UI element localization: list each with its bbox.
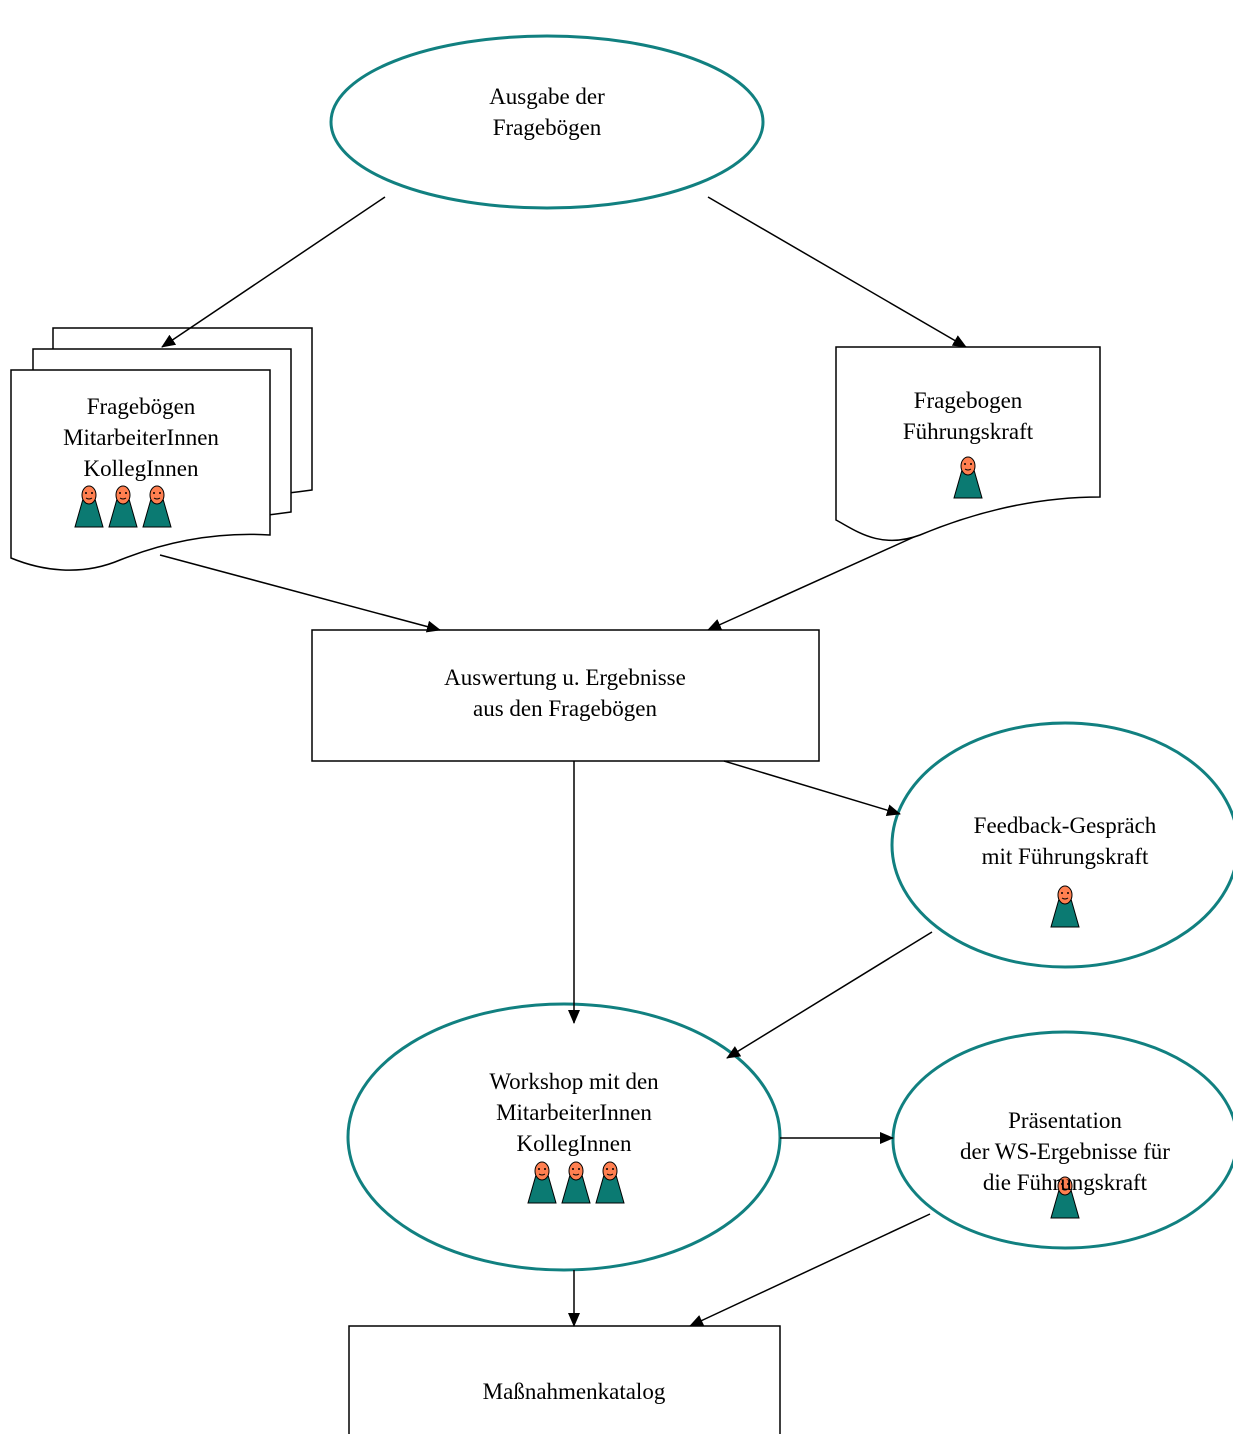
node-fb-fuehrung-document [835, 346, 1101, 542]
node-feedback-ellipse [890, 721, 1233, 969]
label-fb-mitarbeiter: Fragebögen MitarbeiterInnen KollegInnen [63, 394, 219, 481]
node-katalog-rect [348, 1325, 781, 1434]
edge-auswertung-to-feedback [723, 760, 901, 816]
node-workshop-ellipse [346, 1002, 782, 1272]
node-ausgabe-ellipse [329, 34, 765, 210]
people-icon-fb-mitarbeiter [74, 485, 172, 528]
label-katalog: Maßnahmenkatalog [482, 1379, 666, 1404]
edge-ausgabe-to-fb-fuehrung [707, 196, 967, 348]
edge-fb-mitarbeiter-to-auswertung [159, 554, 441, 633]
edge-fb-fuehrung-to-auswertung [707, 536, 915, 631]
edge-ausgabe-to-fb-mitarbeiter [161, 196, 386, 348]
people-icon-workshop [527, 1161, 625, 1204]
edge-feedback-to-workshop [726, 931, 933, 1059]
label-feedback: Feedback-Gespräch mit Führungskraft [973, 813, 1157, 869]
edge-praesentation-to-katalog [689, 1213, 931, 1327]
label-workshop: Workshop mit den MitarbeiterInnen Kolleg… [489, 1069, 659, 1156]
label-auswertung: Auswertung u. Ergebnisse aus den Fragebö… [444, 665, 686, 721]
node-fb-mitarbeiter-document-stack [10, 327, 313, 571]
label-fb-fuehrung: Fragebogen Führungskraft [902, 388, 1034, 444]
label-ausgabe: Ausgabe der Fragebögen [489, 84, 605, 140]
label-praesentation: Präsentation der WS-Ergebnisse für die F… [960, 1108, 1170, 1195]
node-auswertung-rect [311, 629, 820, 762]
